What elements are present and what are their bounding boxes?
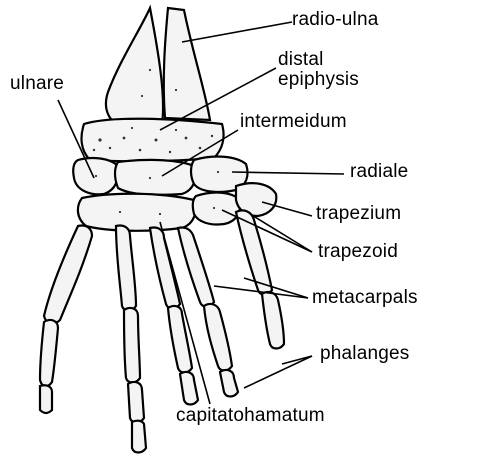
phalanx-4a	[204, 304, 232, 371]
ulna-bone	[106, 8, 163, 126]
label-distal: distal	[278, 50, 324, 70]
label-metacarpals: metacarpals	[312, 288, 418, 308]
radio-ulna-bone	[164, 8, 210, 120]
distal-epiphysis	[82, 119, 224, 162]
leader-trapezoid-a	[222, 210, 312, 252]
capitatohamatum-bone	[78, 194, 196, 231]
phalanx-5a	[262, 292, 284, 349]
leader-phalanges-a	[244, 356, 312, 388]
phalanx-2c	[132, 421, 146, 453]
phalanx-1b	[40, 385, 52, 413]
phalanx-2a	[124, 308, 140, 383]
label-phalanges: phalanges	[320, 344, 410, 364]
metacarpal-1	[44, 225, 92, 323]
label-radiale: radiale	[350, 162, 408, 182]
label-radio-ulna: radio-ulna	[292, 10, 379, 30]
label-epiphysis: epiphysis	[278, 70, 359, 90]
leader-radiale	[232, 172, 344, 174]
phalanx-4b	[220, 370, 238, 397]
metacarpal-4	[178, 227, 214, 306]
label-intermeidum: intermeidum	[240, 112, 347, 132]
phalanx-1a	[40, 320, 58, 386]
metacarpal-2	[116, 225, 136, 310]
phalanx-3b	[180, 372, 198, 405]
label-trapezoid: trapezoid	[318, 242, 398, 262]
phalanx-2b	[128, 382, 144, 423]
trapezoid-bone	[193, 193, 241, 225]
leader-radio-ulna	[182, 22, 292, 42]
phalanx-3a	[168, 306, 192, 373]
intermeidum-bone	[115, 160, 196, 195]
label-ulnare: ulnare	[10, 74, 64, 94]
label-trapezium: trapezium	[316, 204, 401, 224]
label-capitatohamatum: capitatohamatum	[176, 406, 325, 426]
